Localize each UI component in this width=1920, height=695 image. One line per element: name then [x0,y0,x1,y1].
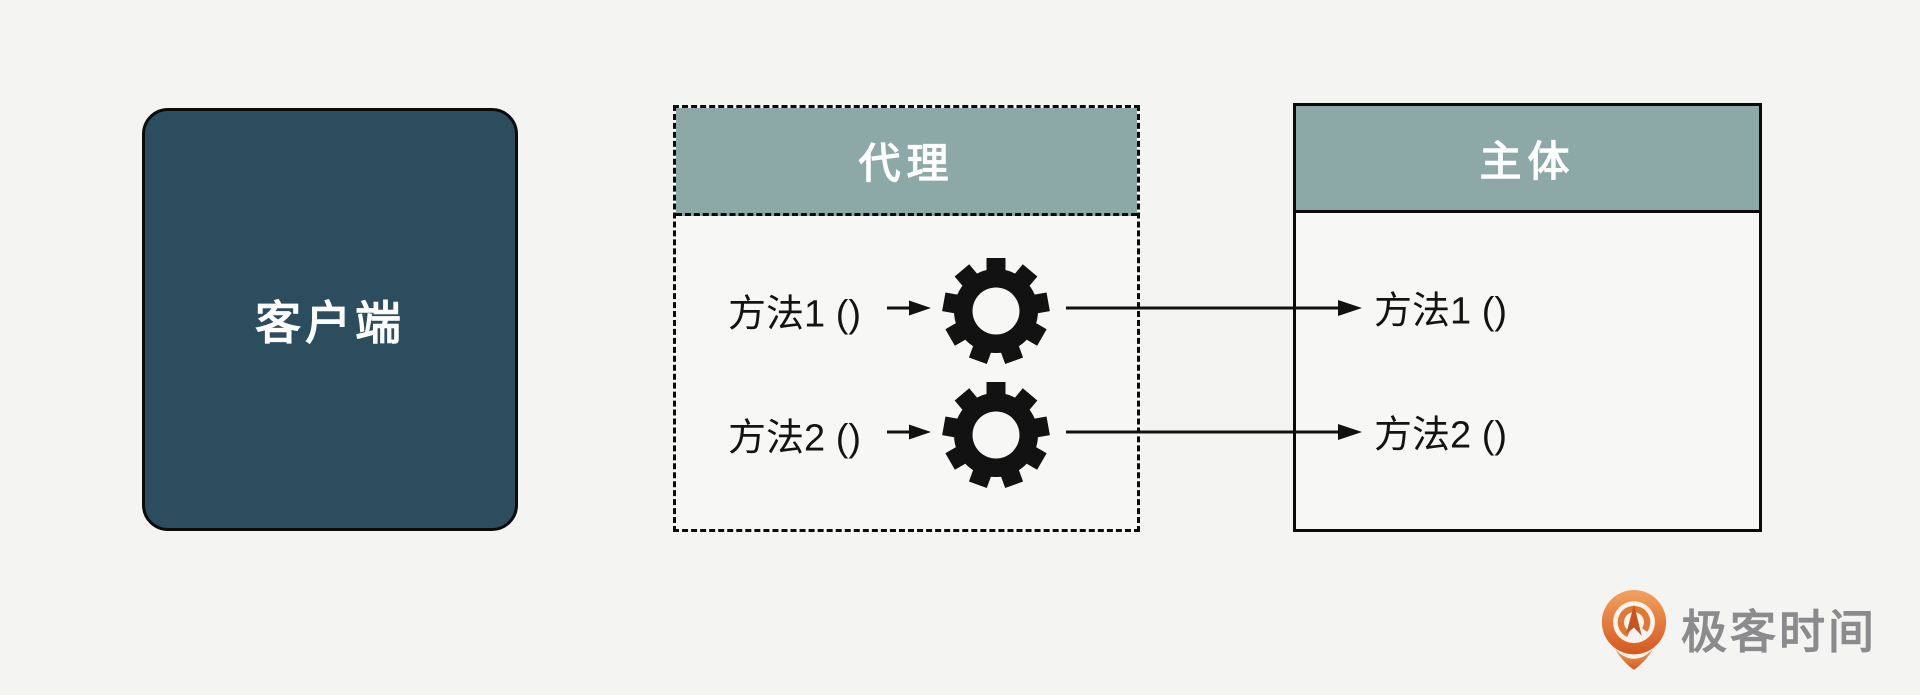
subject-title: 主体 [1479,137,1576,185]
subject-header: 主体 [1296,106,1759,213]
geektime-logo: 极客时间 [1597,588,1877,670]
client-label: 客户端 [255,296,405,349]
proxy-header: 代理 [676,108,1137,216]
gear-icon [942,382,1050,489]
subject-box: 主体 方法1 () 方法2 () [1293,103,1762,532]
proxy-method1-label: 方法1 () [728,293,862,336]
proxy-box: 代理 方法1 () 方法2 () [673,105,1140,532]
client-box: 客户端 [142,108,518,531]
proxy-method2-label: 方法2 () [728,417,862,460]
geektime-logo-text: 极客时间 [1681,606,1877,658]
gear-icon [942,258,1050,365]
geektime-logo-icon [1601,590,1667,670]
subject-method1-label: 方法1 () [1374,290,1508,333]
subject-method2-label: 方法2 () [1374,414,1508,457]
proxy-title: 代理 [858,140,955,187]
